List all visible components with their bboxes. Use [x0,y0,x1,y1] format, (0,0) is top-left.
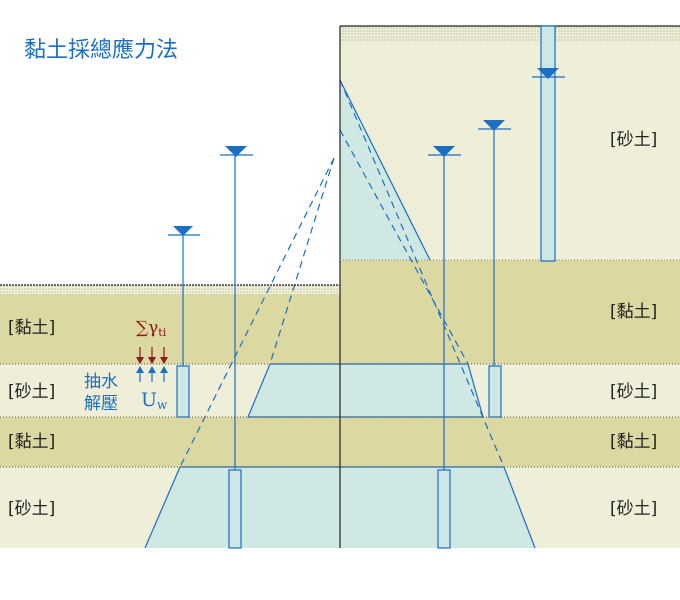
label-left-sand-2: [砂土] [8,499,55,519]
pore-pressure-symbol: Uw [141,389,168,412]
pressure-zone-middle-sand [248,364,483,417]
well-screens [176,25,556,549]
label-right-clay-1: [黏土] [610,302,657,322]
pore-pressure-subscript: w [157,398,168,412]
label-right-sand-top: [砂土] [610,130,657,150]
water-level-icon [168,226,200,236]
pumping-label-line1: 抽水 [84,372,118,392]
water-level-icon [428,146,461,157]
label-right-sand-1: [砂土] [610,382,657,402]
label-right-clay-2: [黏土] [610,432,657,452]
right-surface-dotted [340,26,680,42]
left-clay-layer-2 [0,417,340,467]
left-clay-layer-1 [0,294,340,364]
ground-edge [0,25,680,548]
total-stress-symbol: ∑γti [136,318,167,339]
right-clay-layer-1 [340,260,680,364]
label-left-sand-1: [砂土] [8,382,55,402]
pumping-label-line2: 解壓 [84,394,118,414]
dashed-lines [179,79,505,468]
total-stress-arrows [136,347,168,364]
label-right-sand-2: [砂土] [610,499,657,519]
water-level-icon [532,68,565,79]
piezometer-lines [182,42,549,470]
label-left-clay-2: [黏土] [8,432,55,452]
label-left-clay-1: [黏土] [8,318,55,338]
uplift-pressure-arrows [136,366,168,382]
pore-pressure-main: U [141,389,157,411]
total-stress-subscript: ti [158,326,166,339]
left-surface-dotted [0,285,340,294]
water-level-icon [220,146,253,157]
right-clay-layer-2 [340,417,680,467]
total-stress-main: ∑γ [136,318,158,338]
diagram-title: 黏土採總應力法 [24,37,178,63]
water-level-icon [478,120,511,131]
water-level-markers [168,68,565,236]
